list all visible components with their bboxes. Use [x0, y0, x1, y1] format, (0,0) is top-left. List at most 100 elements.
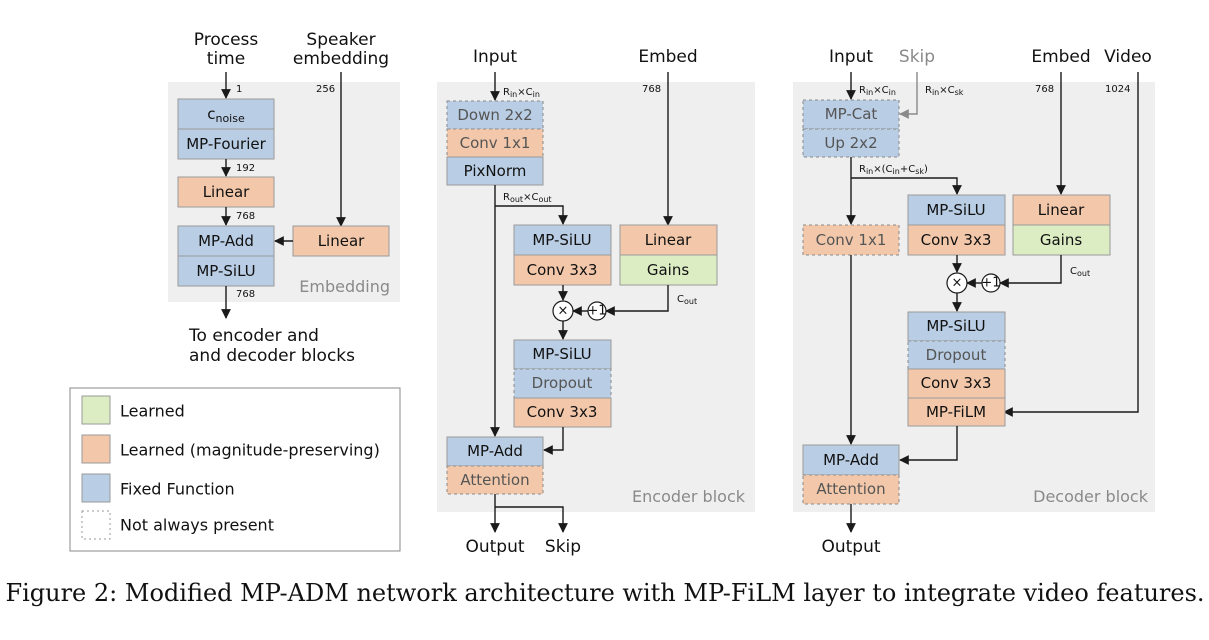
- enc-silu1-box: [513, 224, 612, 256]
- legend-swatch-learned: [81, 395, 111, 425]
- decoder-title: Decoder block: [1033, 487, 1149, 506]
- dec-gains-label: Gains: [1040, 231, 1082, 249]
- dim-1: 1: [236, 84, 242, 95]
- dec-conv3x3a-box: [907, 224, 1006, 256]
- dec-mp-cat-label: MP-Cat: [825, 105, 878, 123]
- enc-down-box: [446, 100, 544, 130]
- decoder-embed-label: Embed: [1031, 47, 1090, 67]
- embedding-title: Embedding: [299, 277, 390, 296]
- dec-mp-add-label: MP-Add: [823, 451, 879, 469]
- linear-label-2: Linear: [318, 232, 365, 250]
- dec-mp-add-box: [802, 444, 900, 476]
- enc-dropout-label: Dropout: [532, 374, 593, 392]
- dec-dropout-label: Dropout: [926, 346, 987, 364]
- encoder-embed-label: Embed: [638, 47, 697, 67]
- cnoise-label: cnoise: [207, 105, 245, 125]
- dec-dim-sk: Rin×Csk: [925, 85, 964, 97]
- edge-enc-skip: [495, 506, 568, 533]
- decoder-skip-label: Skip: [899, 47, 935, 67]
- enc-conv3x3b-box: [513, 397, 612, 428]
- dec-silu1-label: MP-SiLU: [926, 201, 985, 219]
- edge-dec-to-silu: [851, 177, 962, 195]
- enc-attention-label: Attention: [460, 471, 529, 489]
- enc-plus-one-symbol: +1: [587, 304, 606, 319]
- edge-enc-gains-to-plus: [605, 285, 669, 316]
- legend-label-fixed: Fixed Function: [120, 480, 235, 499]
- dec-mp-film-label: MP-FiLM: [926, 403, 986, 421]
- process-time-label-2: time: [207, 49, 245, 69]
- encoder-input-label: Input: [473, 47, 517, 67]
- dec-silu2-label: MP-SiLU: [926, 317, 985, 335]
- enc-conv3x3a-label: Conv 3x3: [527, 261, 598, 279]
- legend-swatch-fixed: [81, 473, 111, 503]
- dec-conv3x3a-label: Conv 3x3: [921, 231, 992, 249]
- edge-dec-video: [1003, 72, 1139, 417]
- enc-pixnorm-label: PixNorm: [464, 162, 527, 180]
- enc-gains-label: Gains: [647, 261, 689, 279]
- legend-swatch-optional: [81, 510, 111, 540]
- legend-label-learned: Learned: [120, 402, 185, 421]
- mp-add-label: MP-Add: [198, 232, 254, 250]
- dec-linear-box: [1012, 194, 1111, 226]
- enc-linear-box: [619, 224, 718, 256]
- dec-dim-cat: Rin×(Cin+Csk): [859, 164, 928, 176]
- edge-dec-skip: [899, 72, 918, 119]
- dec-conv1x1-label: Conv 1x1: [816, 231, 887, 249]
- linear-box-2: [292, 225, 390, 257]
- dec-plus-one-op: [981, 273, 1001, 293]
- dec-gains-box: [1012, 224, 1111, 256]
- dec-mp-cat-box: [802, 99, 900, 130]
- enc-cout: Cout: [677, 294, 697, 306]
- edge-dec-gains-to-plus: [999, 255, 1062, 288]
- edge-dec-film-to-add: [899, 426, 958, 465]
- decoder-video-label: Video: [1104, 47, 1152, 67]
- enc-down-label: Down 2x2: [457, 106, 532, 124]
- dec-attention-label: Attention: [816, 480, 885, 498]
- dec-cout: Cout: [1070, 266, 1090, 278]
- cnoise-box: [177, 98, 275, 130]
- dec-conv3x3b-box: [907, 368, 1006, 399]
- dec-silu2-box: [907, 311, 1006, 342]
- dec-dim-768: 768: [1035, 84, 1054, 95]
- decoder-panel: Decoder block Input Skip Embed Video Rin…: [793, 47, 1155, 557]
- enc-silu1-label: MP-SiLU: [532, 231, 591, 249]
- legend-label-optional: Not always present: [120, 516, 274, 535]
- dec-up-box: [802, 128, 900, 158]
- dec-multiply-symbol: ×: [952, 276, 963, 291]
- dec-conv3x3b-label: Conv 3x3: [921, 374, 992, 392]
- dec-mp-film-box: [907, 397, 1006, 427]
- enc-linear-label: Linear: [645, 231, 692, 249]
- mp-fourier-label: MP-Fourier: [186, 135, 266, 153]
- enc-plus-one-op: [587, 301, 607, 321]
- legend-label-mp: Learned (magnitude-preserving): [120, 441, 380, 460]
- legend-frame: [69, 387, 401, 552]
- dim-256: 256: [316, 84, 335, 95]
- linear-label-1: Linear: [203, 183, 250, 201]
- enc-silu2-box: [513, 339, 612, 370]
- decoder-input-label: Input: [829, 47, 873, 67]
- dec-dim-in: Rin×Cin: [859, 85, 896, 97]
- process-time-label-1: Process: [194, 30, 259, 50]
- dec-attention-box: [802, 474, 900, 505]
- enc-conv3x3b-label: Conv 3x3: [527, 403, 598, 421]
- dim-192: 192: [236, 163, 255, 174]
- dim-768-b: 768: [236, 289, 255, 300]
- legend-swatch-mp: [81, 434, 111, 464]
- mp-silu-label: MP-SiLU: [196, 262, 255, 280]
- dec-conv1x1-box: [802, 224, 900, 256]
- encoder-output-label: Output: [465, 537, 524, 557]
- dec-up-label: Up 2x2: [824, 134, 877, 152]
- embedding-output-label-2: and decoder blocks: [189, 346, 355, 366]
- enc-multiply-symbol: ×: [558, 304, 569, 319]
- encoder-title: Encoder block: [632, 487, 746, 506]
- enc-conv3x3a-box: [513, 254, 612, 286]
- dim-768-a: 768: [236, 211, 255, 222]
- dec-plus-one-symbol: +1: [981, 276, 1000, 291]
- decoder-output-label: Output: [821, 537, 880, 557]
- speaker-label-2: embedding: [293, 49, 389, 69]
- enc-attention-box: [446, 465, 544, 495]
- figure-caption: Figure 2: Modified MP-ADM network archit…: [5, 579, 1204, 607]
- enc-conv1x1-box: [446, 128, 544, 158]
- encoder-panel: Encoder block Input Embed Rin×Cin 768 Do…: [437, 47, 755, 557]
